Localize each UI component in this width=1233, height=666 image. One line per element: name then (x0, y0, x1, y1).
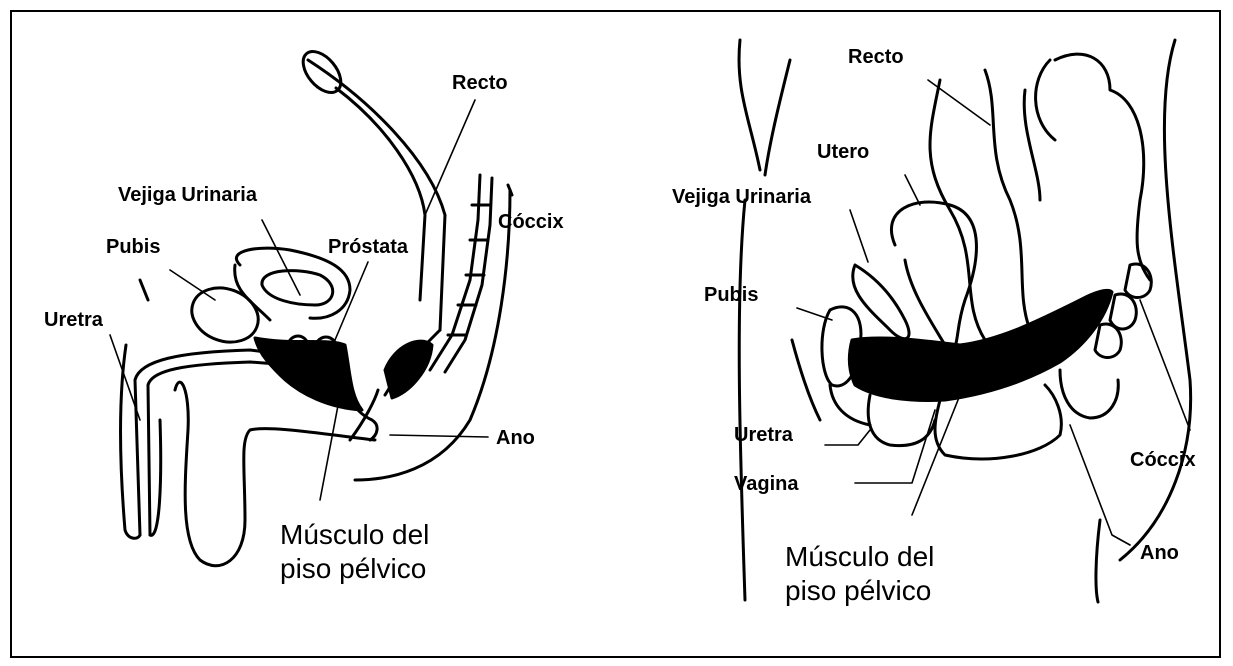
female-label-vagina: Vagina (734, 474, 798, 494)
female-pelvic-floor-muscle (849, 290, 1112, 400)
female-buttock-line (1096, 520, 1100, 602)
female-front-contour-2 (765, 60, 790, 175)
male-pubis-bone (184, 279, 266, 351)
female-label-recto: Recto (848, 47, 904, 67)
female-label-pubis: Pubis (704, 285, 758, 305)
male-label-coccix: Cóccix (498, 212, 564, 232)
female-coccyx-seg-1 (1125, 264, 1151, 297)
female-leader-utero (905, 175, 920, 205)
female-coccyx-top (1055, 54, 1150, 280)
female-urethra-lobe (868, 395, 935, 446)
female-anal-lobe (1060, 370, 1118, 418)
male-leader-musculo (320, 395, 340, 500)
female-leader-uretra (825, 430, 870, 445)
female-label-coccix: Cóccix (1130, 450, 1196, 470)
male-musculo-line2: piso pélvico (280, 552, 429, 586)
female-label-vejiga: Vejiga Urinaria (672, 187, 811, 207)
female-front-contour-1 (739, 40, 760, 170)
male-musculo-line1: Músculo del (280, 518, 429, 552)
female-musculo-line2: piso pélvico (785, 574, 934, 608)
male-label-prostata: Próstata (328, 237, 408, 257)
female-uterus-inner (905, 260, 945, 345)
male-leader-pubis (170, 270, 215, 300)
female-anatomy (739, 40, 1191, 602)
female-label-utero: Utero (817, 142, 869, 162)
male-label-ano: Ano (496, 428, 535, 448)
female-front-contour-3 (739, 200, 745, 600)
female-leader-vejiga (850, 210, 868, 262)
male-label-pubis: Pubis (106, 237, 160, 257)
male-label-recto: Recto (452, 73, 508, 93)
male-leader-prostata (335, 262, 368, 340)
female-coccyx-seg-2 (1110, 294, 1136, 329)
male-label-vejiga: Vejiga Urinaria (118, 185, 257, 205)
male-urethra-inner (148, 362, 290, 535)
male-leader-ano (390, 435, 488, 437)
female-label-uretra: Uretra (734, 425, 793, 445)
male-rectum-outer (308, 60, 445, 330)
male-mark-1 (140, 280, 148, 300)
female-leader-recto (928, 80, 990, 125)
female-rectum-fold (1036, 60, 1055, 140)
female-musculo-line1: Músculo del (785, 540, 934, 574)
female-label-musculo: Músculo del piso pélvico (785, 540, 934, 608)
male-leader-vejiga (262, 220, 300, 295)
female-label-ano: Ano (1140, 543, 1179, 563)
female-uterus (891, 202, 976, 355)
male-anatomy (110, 45, 512, 566)
male-label-musculo: Músculo del piso pélvico (280, 518, 429, 586)
male-bladder-inner (262, 271, 333, 305)
male-leader-recto (425, 100, 475, 215)
female-rectum-wall-1 (930, 80, 985, 340)
male-penis-back (150, 420, 161, 535)
female-front-contour-4 (792, 340, 820, 420)
male-label-uretra: Uretra (44, 310, 103, 330)
female-coccyx-seg-3 (1095, 324, 1121, 357)
male-anal-muscle (385, 341, 432, 398)
